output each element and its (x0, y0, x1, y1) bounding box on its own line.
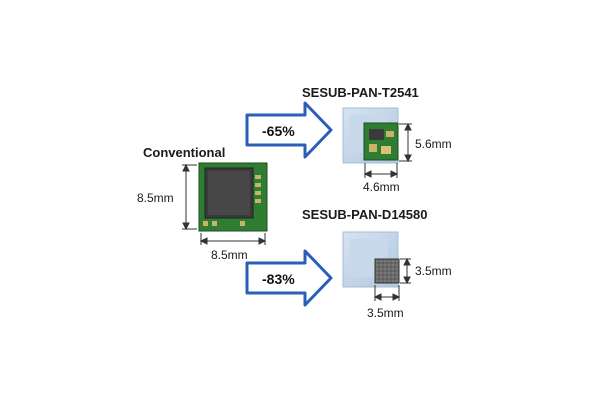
conventional-module (198, 162, 268, 232)
t2541-width-dimension (363, 163, 399, 178)
reduction-arrow-upper (245, 101, 333, 159)
conventional-width-dimension (199, 233, 267, 245)
t2541-width-label: 4.6mm (363, 180, 400, 194)
conventional-height-dimension (182, 163, 197, 231)
conventional-height-label: 8.5mm (137, 191, 174, 205)
t2541-reduction-label: -65% (262, 123, 295, 139)
d14580-height-dimension (400, 257, 411, 285)
conventional-width-label: 8.5mm (211, 248, 248, 262)
t2541-height-label: 5.6mm (415, 137, 452, 151)
t2541-module (363, 122, 399, 161)
t2541-title: SESUB-PAN-T2541 (302, 85, 419, 100)
d14580-width-label: 3.5mm (367, 306, 404, 320)
d14580-width-dimension (373, 285, 401, 301)
reduction-arrow-lower (245, 249, 333, 307)
t2541-height-dimension (399, 122, 412, 163)
d14580-ghost-board (342, 231, 399, 288)
d14580-height-label: 3.5mm (415, 264, 452, 278)
d14580-reduction-label: -83% (262, 271, 295, 287)
conventional-title: Conventional (143, 145, 226, 160)
d14580-title: SESUB-PAN-D14580 (302, 207, 428, 222)
d14580-module (374, 258, 400, 284)
